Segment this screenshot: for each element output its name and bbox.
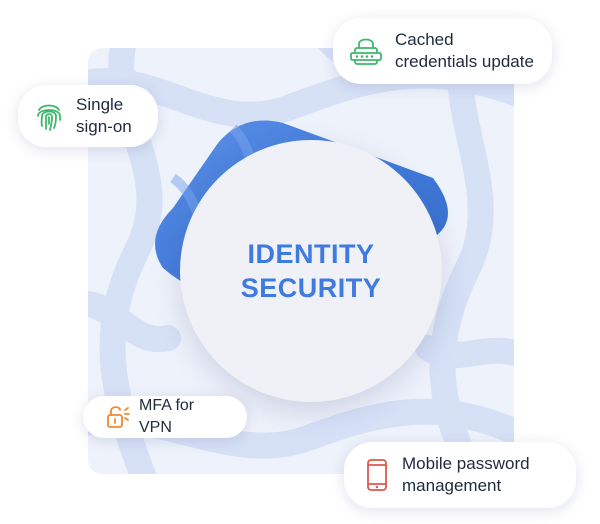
- cached-label-line-2: credentials update: [395, 52, 534, 71]
- single-sign-on-card: Single sign-on: [18, 85, 158, 147]
- single-sign-on-label: Single sign-on: [76, 94, 132, 138]
- mobile-label-line-1: Mobile password: [402, 454, 530, 473]
- cached-credentials-label: Cached credentials update: [395, 29, 534, 73]
- mobile-password-card: Mobile password management: [344, 442, 576, 508]
- title-line-2: SECURITY: [240, 273, 382, 303]
- cached-credentials-card: Cached credentials update: [333, 18, 552, 84]
- unlock-icon: [105, 404, 131, 430]
- mobile-label-line-2: management: [402, 476, 502, 495]
- mobile-password-label: Mobile password management: [402, 453, 530, 497]
- identity-security-circle: IDENTITY SECURITY: [180, 140, 442, 402]
- title-line-1: IDENTITY: [247, 239, 375, 269]
- mfa-for-vpn-card: MFA for VPN: [83, 396, 247, 438]
- sso-label-line-2: sign-on: [76, 117, 132, 136]
- fingerprint-icon: [34, 100, 64, 132]
- smartphone-icon: [366, 459, 388, 491]
- padlock-password-icon: [349, 35, 383, 67]
- cached-label-line-1: Cached: [395, 30, 454, 49]
- sso-label-line-1: Single: [76, 95, 124, 114]
- mfa-for-vpn-label: MFA for VPN: [139, 397, 195, 436]
